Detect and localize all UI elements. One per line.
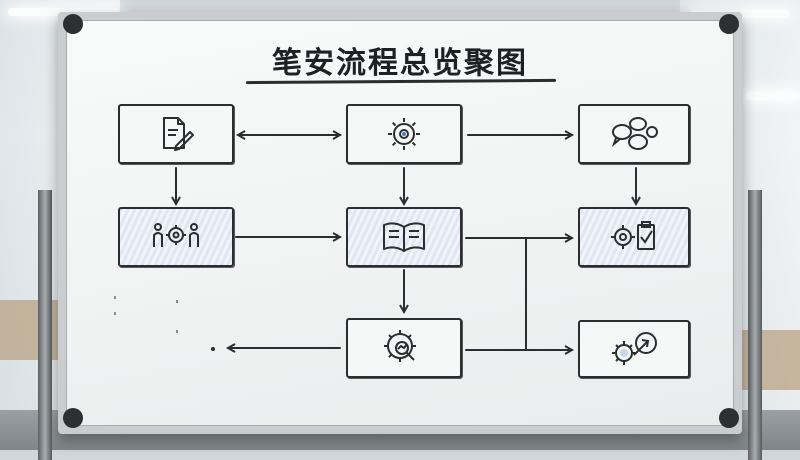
marker-smudge bbox=[114, 312, 116, 315]
stand-pole-left bbox=[38, 190, 52, 460]
node-goal-result bbox=[578, 320, 690, 378]
chat-bubbles-icon bbox=[611, 117, 658, 150]
gear-magnifier-icon bbox=[384, 330, 416, 362]
open-book-icon bbox=[383, 222, 425, 252]
gear-clipboard-icon bbox=[611, 221, 655, 250]
node-gear-checklist bbox=[578, 207, 690, 267]
gear-icon bbox=[388, 118, 420, 150]
node-settings-top bbox=[346, 104, 462, 164]
gear-arrow-target-icon bbox=[612, 332, 657, 365]
node-document-edit bbox=[118, 104, 234, 164]
document-pencil-icon bbox=[163, 117, 194, 151]
people-gear-icon bbox=[153, 223, 199, 247]
board-corner bbox=[63, 14, 83, 34]
board-corner bbox=[719, 408, 739, 428]
stand-pole-right bbox=[748, 190, 762, 460]
board-corner bbox=[719, 14, 739, 34]
marker-smudge bbox=[176, 300, 178, 303]
ceiling-light bbox=[745, 92, 800, 100]
node-chat-bubbles bbox=[578, 104, 690, 164]
board-corner bbox=[63, 408, 83, 428]
marker-smudge bbox=[114, 296, 116, 299]
marker-smudge bbox=[176, 330, 178, 333]
node-open-book bbox=[346, 207, 462, 267]
node-team-gear bbox=[118, 207, 234, 267]
left-endpoint-dot bbox=[211, 347, 215, 351]
node-gear-analyze bbox=[346, 318, 462, 378]
diagram-title: 笔安流程总览聚图 bbox=[272, 46, 528, 81]
